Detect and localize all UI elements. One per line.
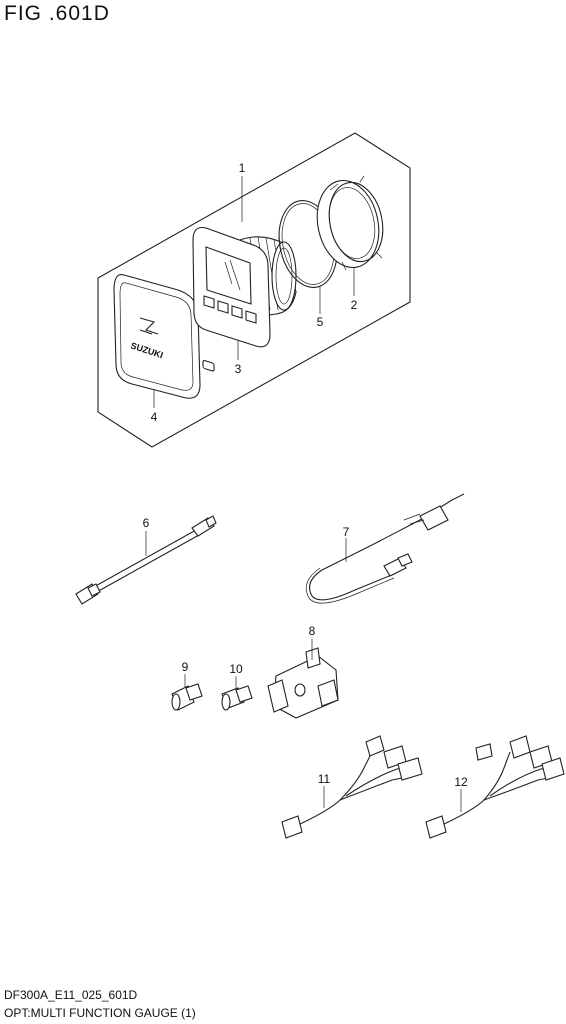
part-labels: 1 2 3 4 5 6 7 8 9 10 11 12	[143, 161, 468, 789]
label-part-9: 9	[182, 660, 189, 674]
part-10-terminator[interactable]	[221, 685, 253, 711]
part-9-terminator[interactable]	[171, 683, 203, 711]
label-part-8: 8	[309, 624, 316, 638]
part-11-wire-harness[interactable]	[281, 735, 423, 839]
part-7-power-cable[interactable]	[305, 493, 465, 604]
assembly-group-box	[97, 132, 411, 448]
label-part-5: 5	[317, 315, 324, 329]
leader-lines	[145, 176, 462, 812]
part-2-mounting-nut[interactable]	[310, 175, 390, 274]
diagram-description: OPT:MULTI FUNCTION GAUGE (1)	[4, 1006, 196, 1020]
label-part-1: 1	[239, 161, 246, 175]
label-part-2: 2	[351, 298, 358, 312]
part-3-gauge-body[interactable]	[192, 226, 297, 372]
label-part-11: 11	[318, 772, 331, 786]
diagram-code: DF300A_E11_025_601D	[4, 988, 138, 1002]
part-4-gauge-cover[interactable]: SUZUKI	[113, 274, 201, 399]
figure-title: FIG .601D	[4, 2, 110, 25]
part-12-wire-harness[interactable]	[425, 735, 565, 839]
label-part-10: 10	[229, 662, 243, 676]
label-part-7: 7	[343, 525, 350, 539]
label-part-3: 3	[235, 362, 242, 376]
label-part-4: 4	[151, 410, 158, 424]
part-6-extension-cable[interactable]	[75, 515, 217, 605]
part-8-t-connector[interactable]	[267, 647, 339, 719]
label-part-12: 12	[454, 775, 468, 789]
label-part-6: 6	[143, 516, 150, 530]
